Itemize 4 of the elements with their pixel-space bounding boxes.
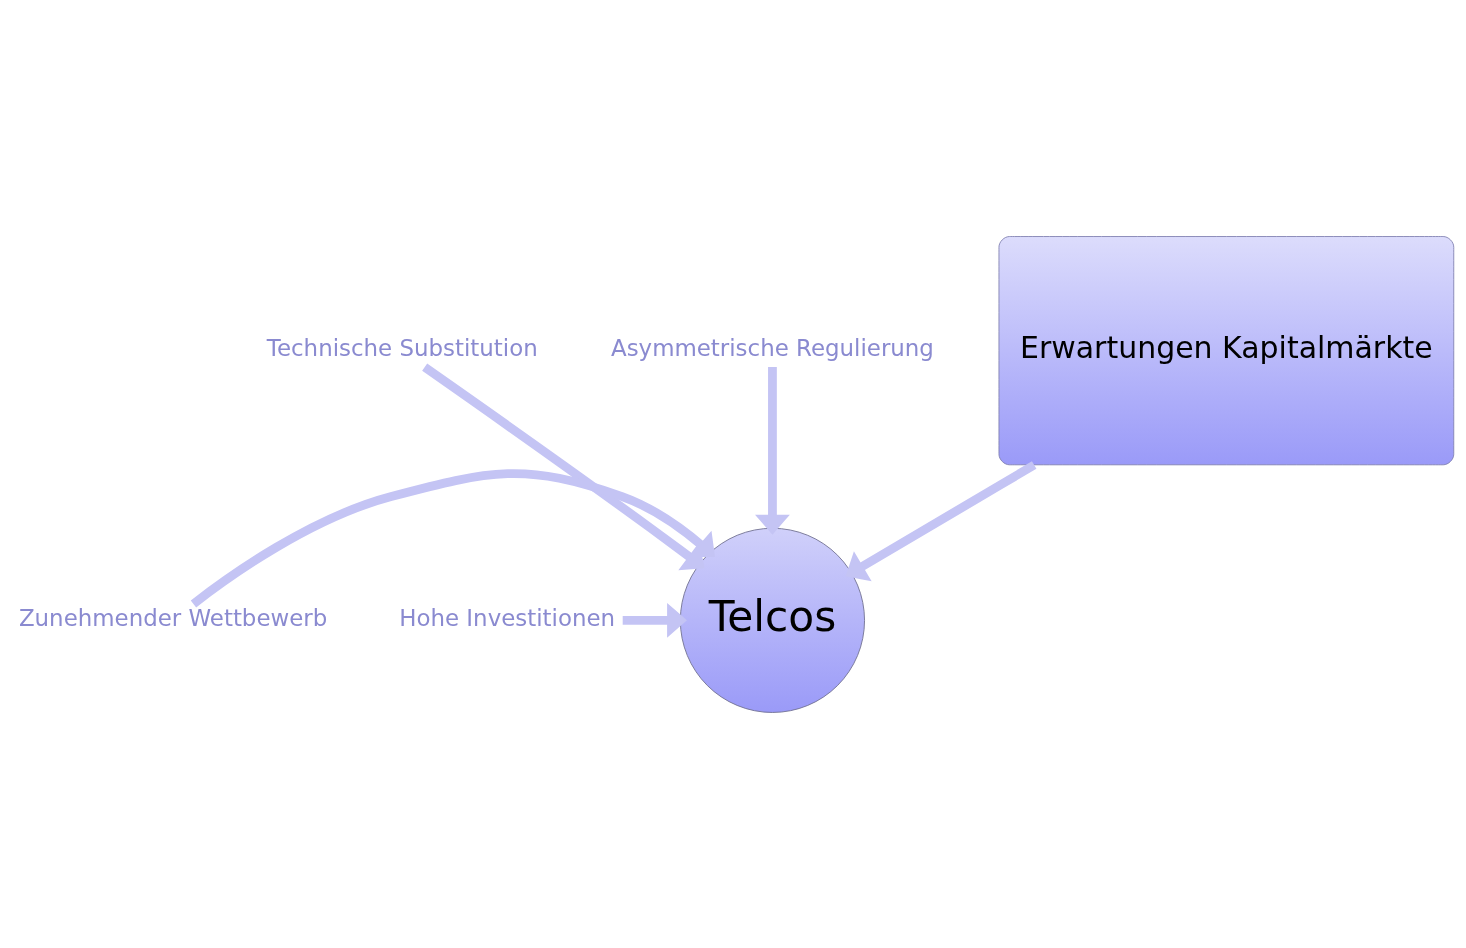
node-text: Zunehmender Wettbewerb (18, 604, 328, 631)
node-text: Technische Substitution (266, 334, 538, 361)
node-text: Asymmetrische Regulierung (610, 334, 934, 361)
node-text: Hohe Investitionen (399, 604, 616, 631)
